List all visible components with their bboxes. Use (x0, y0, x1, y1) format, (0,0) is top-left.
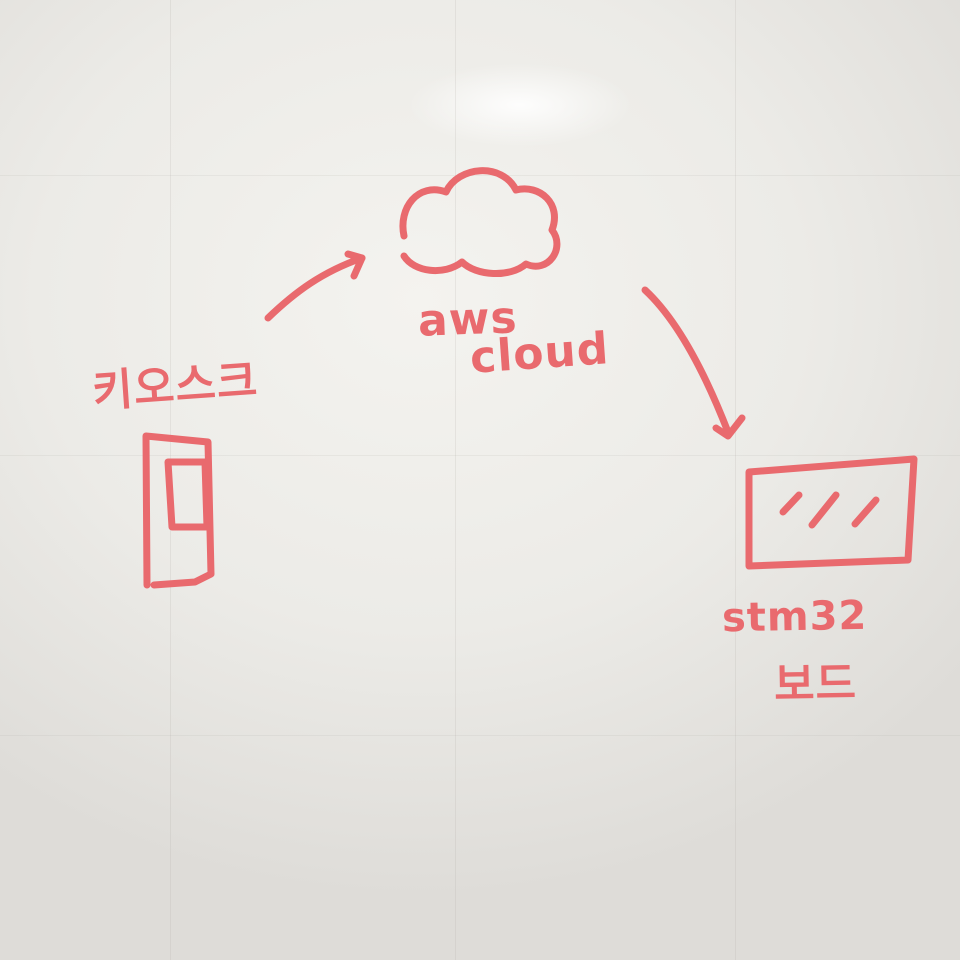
arrow-kiosk-to-cloud (264, 250, 366, 322)
board-seam (0, 175, 960, 176)
board-seam (735, 0, 736, 960)
board-label-line2: 보드 (773, 658, 858, 711)
board-seam (455, 0, 456, 960)
board-label-line1: stm32 (721, 592, 868, 642)
arrow-cloud-to-board (641, 286, 746, 440)
board-seam (0, 735, 960, 736)
kiosk-icon (142, 432, 215, 589)
kiosk-label: 키오스크 (90, 355, 260, 418)
board-icon (745, 455, 918, 570)
cloud-icon (399, 167, 561, 278)
cloud-label-line2: cloud (468, 323, 611, 384)
board-seam (0, 455, 960, 456)
